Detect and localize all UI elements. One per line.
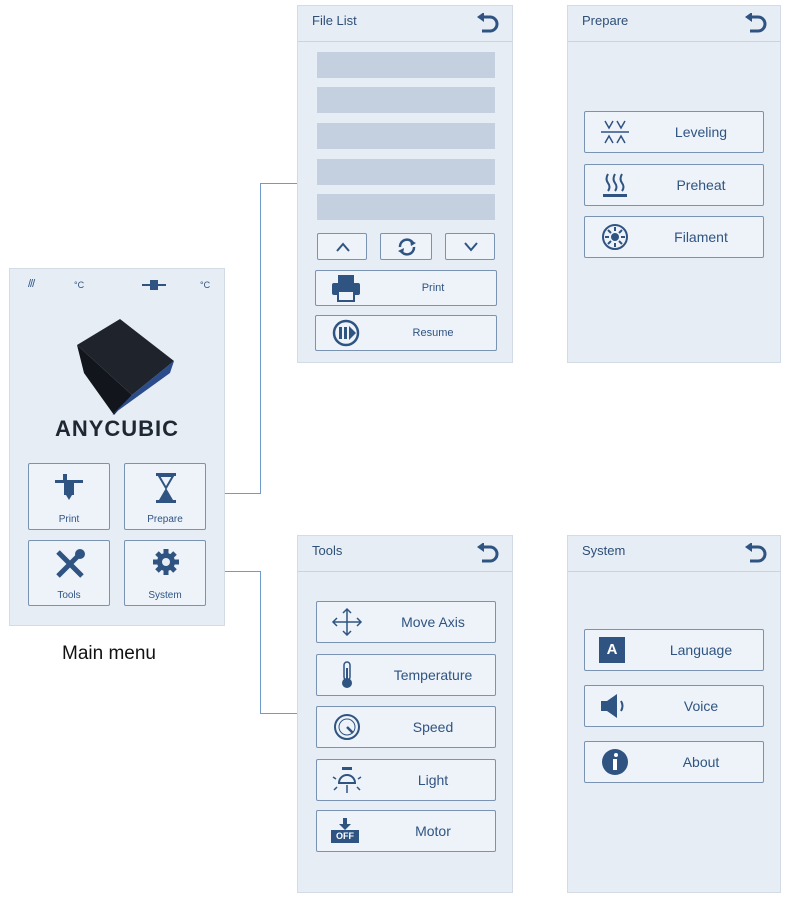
back-icon[interactable] [476, 543, 500, 565]
prepare-title: Prepare [582, 13, 629, 28]
tools-title: Tools [312, 543, 343, 558]
print-button[interactable]: Print [315, 270, 497, 306]
language-icon-letter: A [606, 641, 618, 658]
page-down-button[interactable] [445, 233, 495, 260]
file-list-screen: File List Print Resume [297, 5, 513, 363]
thermometer-icon [342, 661, 352, 688]
main-prepare-label: Prepare [147, 514, 183, 525]
bed-temp-unit: °C [74, 280, 85, 290]
file-slot-5[interactable] [317, 194, 495, 220]
leveling-icon [601, 120, 629, 144]
header-divider [568, 41, 780, 42]
connector-tools-to-toolspanel [225, 571, 261, 572]
back-icon[interactable] [476, 13, 500, 35]
refresh-button[interactable] [380, 233, 432, 260]
about-button[interactable]: About [584, 741, 764, 783]
move-axis-button[interactable]: Move Axis [316, 601, 496, 643]
resume-icon [332, 319, 360, 347]
move-axis-label: Move Axis [401, 614, 465, 630]
filament-icon [602, 224, 628, 250]
file-slot-1[interactable] [317, 52, 495, 78]
back-icon[interactable] [744, 13, 768, 35]
back-icon[interactable] [744, 543, 768, 565]
nozzle-icon [142, 280, 166, 290]
print-label: Print [421, 282, 445, 294]
about-label: About [682, 754, 720, 770]
filament-label: Filament [674, 229, 728, 245]
header-divider [298, 41, 512, 42]
file-slot-4[interactable] [317, 159, 495, 185]
leveling-button[interactable]: Leveling [584, 111, 764, 153]
main-menu-caption: Main menu [62, 643, 156, 664]
connector-print-to-filelist [260, 183, 261, 494]
light-icon [332, 767, 362, 793]
file-list-title: File List [312, 13, 357, 28]
language-label: Language [669, 642, 733, 658]
speed-label: Speed [412, 719, 454, 735]
motor-button[interactable]: OFF Motor [316, 810, 496, 852]
main-prepare-button[interactable]: Prepare [124, 463, 206, 530]
main-tools-button[interactable]: Tools [28, 540, 110, 606]
move-axis-icon [331, 607, 363, 637]
main-system-label: System [148, 590, 182, 601]
light-button[interactable]: Light [316, 759, 496, 801]
motor-off-icon: OFF [331, 818, 359, 844]
wrench-screwdriver-icon [56, 549, 85, 578]
info-icon [602, 749, 628, 775]
resume-label: Resume [412, 327, 454, 339]
anycubic-logo: ANYCUBIC [54, 416, 180, 441]
hourglass-icon [156, 473, 176, 503]
main-print-label: Print [58, 514, 80, 525]
filament-button[interactable]: Filament [584, 216, 764, 258]
status-bar: /// °C °C [10, 269, 224, 301]
temperature-label: Temperature [393, 667, 473, 683]
resume-button[interactable]: Resume [315, 315, 497, 351]
anycubic-cube-icon [77, 319, 174, 415]
speaker-icon [601, 694, 624, 718]
system-title: System [582, 543, 626, 558]
voice-label: Voice [683, 698, 719, 714]
bed-temp-icon: /// [28, 278, 35, 290]
speed-button[interactable]: Speed [316, 706, 496, 748]
page-up-button[interactable] [317, 233, 367, 260]
voice-button[interactable]: Voice [584, 685, 764, 727]
preheat-label: Preheat [676, 177, 726, 193]
prepare-screen: Prepare Leveling Preheat Filament [567, 5, 781, 363]
main-system-button[interactable]: System [124, 540, 206, 606]
speed-gauge-icon [334, 714, 360, 740]
main-tools-label: Tools [57, 590, 81, 601]
printer-icon [332, 275, 360, 302]
chevron-down-icon [464, 242, 478, 252]
light-label: Light [417, 772, 449, 788]
motor-label: Motor [415, 823, 451, 839]
motor-off-arrow-icon [339, 818, 351, 830]
preheat-button[interactable]: Preheat [584, 164, 764, 206]
printer-nozzle-icon [55, 474, 83, 500]
main-menu-screen: /// °C °C ANYCUBIC Print Prepare Tools S… [9, 268, 225, 626]
language-button[interactable]: A Language [584, 629, 764, 671]
temperature-button[interactable]: Temperature [316, 654, 496, 696]
connector-tools-to-toolspanel [260, 713, 297, 714]
file-slot-2[interactable] [317, 87, 495, 113]
leveling-label: Leveling [674, 124, 728, 140]
system-screen: System A Language Voice About [567, 535, 781, 893]
language-icon: A [599, 637, 625, 663]
gear-icon [153, 549, 179, 575]
connector-print-to-filelist [225, 493, 261, 494]
chevron-up-icon [336, 242, 350, 252]
file-slot-3[interactable] [317, 123, 495, 149]
motor-off-text: OFF [331, 830, 359, 843]
main-print-button[interactable]: Print [28, 463, 110, 530]
header-divider [568, 571, 780, 572]
connector-tools-to-toolspanel [260, 571, 261, 714]
connector-print-to-filelist [260, 183, 297, 184]
nozzle-temp-unit: °C [200, 280, 211, 290]
preheat-icon [603, 173, 627, 197]
header-divider [298, 571, 512, 572]
tools-screen: Tools Move Axis Temperature Speed Light … [297, 535, 513, 893]
refresh-icon [398, 238, 416, 256]
